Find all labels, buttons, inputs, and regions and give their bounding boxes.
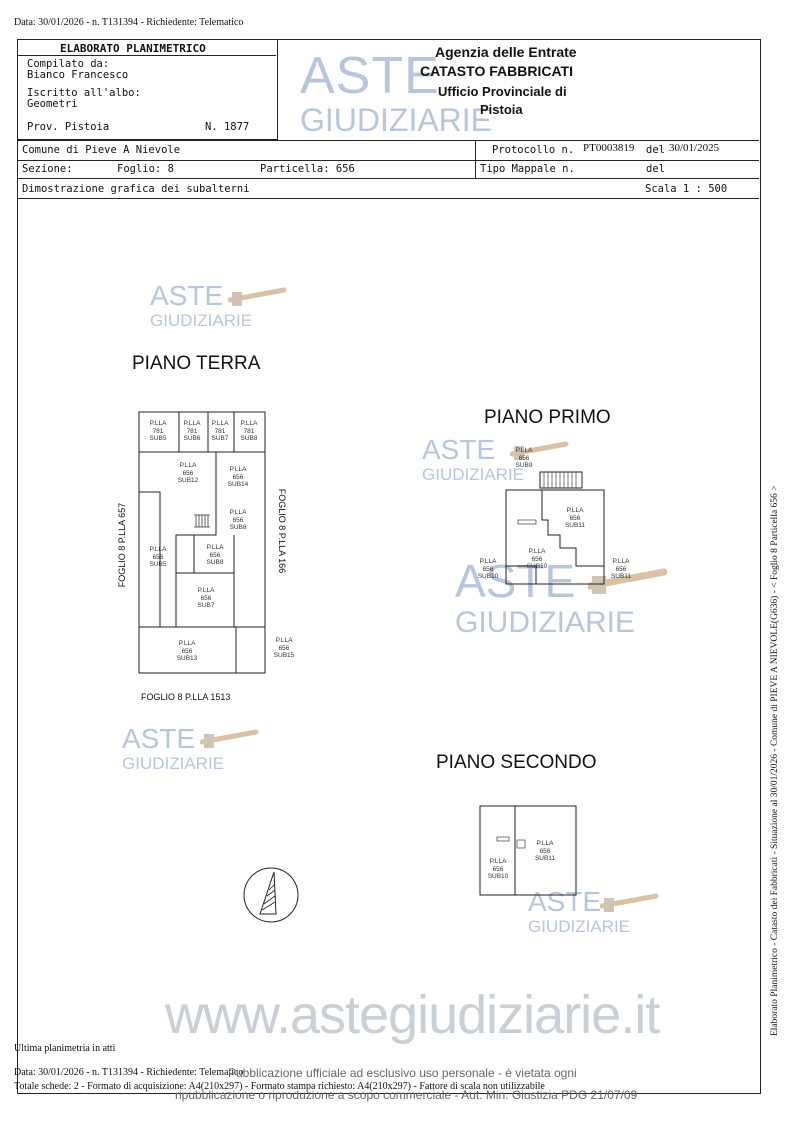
tipo-mappale: Tipo Mappale n.: [480, 163, 575, 175]
page-frame: [17, 39, 761, 1094]
ultima-planimetria: Ultima planimetria in atti: [14, 1043, 116, 1054]
north-arrow-icon: [243, 867, 299, 923]
footer-line1: Data: 30/01/2026 - n. T131394 - Richiede…: [14, 1067, 244, 1078]
particella: Particella: 656: [260, 163, 355, 175]
piano-primo-title: PIANO PRIMO: [484, 407, 611, 428]
doc-title: ELABORATO PLANIMETRICO: [60, 42, 206, 55]
watermark-giudiziarie-4: GIUDIZIARIE: [122, 754, 225, 773]
protocollo-date: 30/01/2025: [669, 142, 720, 154]
protocollo-label: Protocollo n.: [492, 144, 575, 156]
agency-line1: Agenzia delle Entrate: [435, 44, 577, 60]
agency-line2: CATASTO FABBRICATI: [420, 63, 573, 79]
piano-secondo-plan: [479, 805, 577, 896]
watermark-url: www.astegiudiziarie.it: [165, 985, 660, 1045]
watermark-aste-header: ASTE: [300, 47, 440, 105]
protocollo-del: del: [646, 144, 665, 156]
piano-secondo-title: PIANO SECONDO: [436, 752, 597, 773]
agency-line4: Pistoia: [480, 102, 523, 117]
iscritto-value: Geometri: [27, 98, 78, 110]
prov-label: Prov. Pistoia: [27, 121, 110, 133]
gavel-icon: [228, 287, 287, 306]
iscritto-label: Iscritto all'albo:: [27, 87, 141, 99]
compiler-box: [17, 39, 278, 140]
gavel-icon: [200, 729, 259, 748]
piano-terra-plan: [138, 411, 266, 674]
dimostrazione: Dimostrazione grafica dei subalterni: [22, 183, 250, 195]
gavel-icon: [510, 441, 569, 460]
watermark-aste-4: ASTE: [122, 723, 196, 754]
foglio-1513-label: FOGLIO 8 P.LLA 1513: [141, 692, 231, 702]
compilato-value: Bianco Francesco: [27, 69, 129, 81]
scala: Scala 1 : 500: [645, 183, 728, 195]
top-info-line: Data: 30/01/2026 - n. T131394 - Richiede…: [14, 17, 244, 28]
agency-line3: Ufficio Provinciale di: [438, 84, 567, 99]
compilato-label: Compilato da:: [27, 58, 110, 70]
watermark-giudiziarie-1: GIUDIZIARIE: [150, 311, 253, 330]
watermark-aste-1: ASTE: [150, 280, 224, 311]
side-vertical-text: Elaborato Planimetrico - Catasto dei Fab…: [770, 485, 780, 1036]
prov-number: N. 1877: [205, 121, 250, 133]
watermark-giudiziarie-3: GIUDIZIARIE: [455, 606, 636, 639]
comune: Comune di Pieve A Nievole: [22, 144, 181, 156]
gavel-icon: [600, 893, 659, 912]
watermark-aste-2: ASTE: [422, 434, 496, 465]
watermark-giudiziarie-header: GIUDIZIARIE: [300, 102, 493, 138]
pubblicazione-line1: Pubblicazione ufficiale ad esclusivo uso…: [228, 1066, 577, 1080]
piano-terra-title: PIANO TERRA: [132, 353, 261, 374]
foglio: Foglio: 8: [117, 163, 174, 175]
protocollo-value: PT0003819: [583, 142, 635, 154]
foglio-166-label: FOGLIO 8 P.LLA 166: [277, 488, 287, 574]
watermark-aste-5: ASTE: [528, 886, 602, 917]
watermark-giudiziarie-2: GIUDIZIARIE: [422, 465, 525, 484]
piano-primo-plan: [505, 471, 605, 585]
footer-line2: Totale schede: 2 - Formato di acquisizio…: [14, 1081, 545, 1092]
sezione: Sezione:: [22, 163, 73, 175]
watermark-giudiziarie-5: GIUDIZIARIE: [528, 917, 631, 936]
foglio-657-label: FOGLIO 8 P.LLA 657: [117, 502, 127, 588]
pubblicazione-line2: ripubblicazione o riproduzione a scopo c…: [175, 1088, 638, 1102]
tipo-del: del: [646, 163, 665, 175]
